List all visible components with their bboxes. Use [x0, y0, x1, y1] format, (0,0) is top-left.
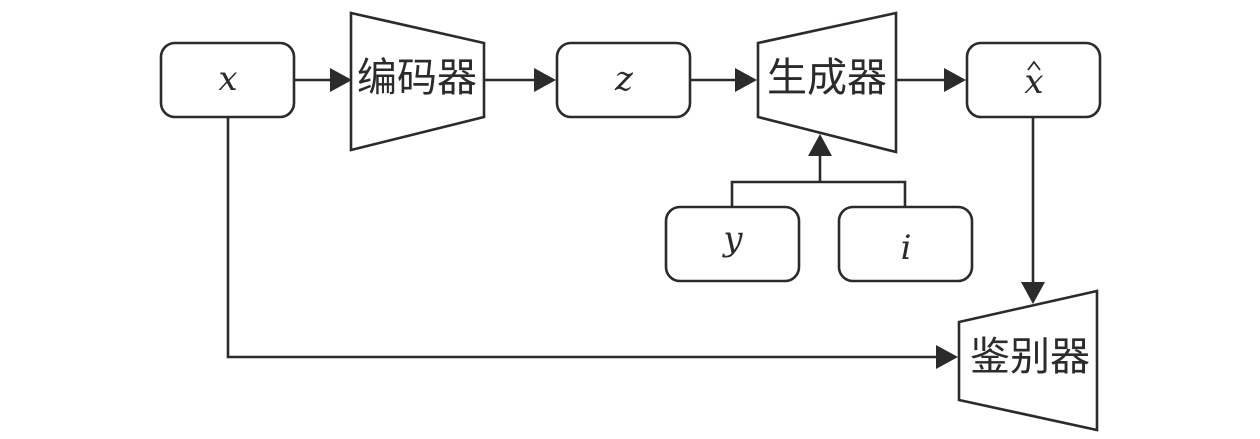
edge-y-to-generator — [730, 180, 820, 207]
arrowhead-xhat — [944, 68, 966, 92]
node-x-hat: x — [965, 41, 1102, 119]
node-y: y — [664, 205, 801, 283]
arrowhead-generator — [735, 68, 757, 92]
arrowhead-z — [534, 68, 556, 92]
node-x: x — [159, 41, 296, 119]
discriminator-label: 鉴别器 — [970, 334, 1090, 380]
hat-accent — [1027, 60, 1041, 71]
node-y-label: y — [721, 219, 743, 259]
generator-shape — [756, 11, 898, 154]
node-x-label: x — [218, 59, 237, 99]
node-x-hat-box — [965, 41, 1102, 119]
arrowhead-encoder — [330, 68, 352, 92]
arrowhead-discriminator-left — [936, 345, 958, 369]
module-encoder: 编码器 — [349, 11, 486, 152]
node-x-hat-label: x — [1024, 62, 1043, 102]
node-z-box — [555, 41, 692, 119]
node-z: z — [555, 41, 692, 119]
discriminator-shape — [957, 289, 1099, 432]
edges — [226, 68, 1045, 369]
node-y-box — [664, 205, 801, 283]
module-generator: 生成器 — [756, 11, 898, 154]
module-discriminator: 鉴别器 — [957, 289, 1099, 432]
encoder-shape — [349, 11, 486, 152]
node-i-label: i — [901, 228, 912, 268]
node-i-box — [837, 205, 974, 283]
generator-label: 生成器 — [767, 55, 887, 101]
node-i: i — [837, 205, 974, 283]
encoder-label: 编码器 — [357, 55, 477, 101]
edge-x-to-discriminator — [226, 117, 936, 359]
arrowhead-generator-bottom — [808, 134, 832, 156]
node-z-label: z — [614, 59, 634, 99]
edge-i-to-generator — [820, 180, 907, 207]
node-x-box — [159, 41, 296, 119]
arrowhead-discriminator-top — [1021, 282, 1045, 304]
